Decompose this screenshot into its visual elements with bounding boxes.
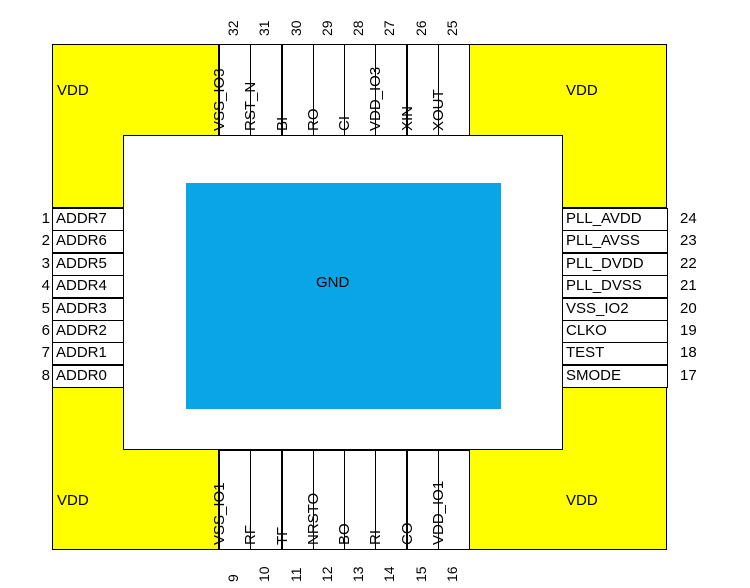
pin-number: 15	[412, 566, 429, 582]
pin-number: 30	[287, 20, 304, 36]
pin-name: RST_N	[242, 81, 260, 131]
pin-name: ADDR5	[52, 252, 124, 276]
pin-name: XIN	[398, 105, 416, 131]
pin-number: 16	[443, 566, 460, 582]
pin-number: 23	[680, 232, 697, 250]
pin-number: 4	[41, 277, 50, 295]
pin-pad: BO	[336, 450, 376, 550]
gnd-pad: GND	[186, 183, 501, 409]
pin-pad: VSS_IO1	[211, 450, 251, 550]
gnd-label: GND	[316, 274, 350, 291]
pin-pad: XOUT	[430, 44, 470, 136]
pin-name: SMODE	[562, 364, 668, 388]
pin-name: ADDR0	[52, 364, 124, 388]
pin-number: 32	[225, 20, 241, 36]
pin-name: CO	[398, 522, 416, 546]
pin-name: ADDR1	[52, 342, 124, 366]
pin-number: 27	[381, 20, 398, 36]
pin-name: XOUT	[429, 89, 447, 131]
pin-number: 2	[41, 232, 50, 250]
pin-name: ADDR6	[52, 230, 124, 254]
pin-number: 14	[381, 566, 398, 582]
pin-name: ADDR2	[52, 320, 124, 343]
pin-number: 6	[41, 322, 50, 339]
pin-name: ADDR3	[52, 297, 124, 321]
vdd-label: VDD	[566, 492, 598, 509]
pin-number: 10	[256, 566, 273, 582]
pin-pad: BI	[274, 44, 314, 136]
pin-name: RF	[242, 525, 260, 545]
pin-name: CI	[336, 116, 353, 131]
pin-name: NRSTO	[304, 492, 322, 545]
pin-name: ADDR7	[52, 208, 124, 231]
pin-name: ADDR4	[52, 275, 124, 299]
pin-number: 12	[318, 566, 335, 582]
pin-name: VDD_IO3	[367, 66, 385, 131]
pin-number: 1	[41, 210, 50, 227]
pin-number: 31	[256, 20, 273, 36]
vdd-label: VDD	[57, 82, 89, 99]
pin-name: VSS_IO2	[562, 297, 668, 321]
vdd-label: VDD	[566, 82, 598, 99]
pin-name: RI	[367, 530, 385, 545]
pin-name: VSS_IO1	[211, 482, 228, 545]
pin-name: VDD_IO1	[429, 480, 447, 545]
pin-number: 25	[443, 20, 460, 36]
pin-number: 20	[680, 299, 697, 317]
pin-name: RO	[304, 108, 322, 132]
pin-number: 22	[680, 254, 697, 272]
pin-name: TEST	[562, 342, 668, 366]
pin-name: TF	[273, 526, 291, 545]
pin-number: 13	[350, 566, 366, 582]
pin-number: 28	[350, 20, 366, 36]
pin-number: 3	[41, 254, 50, 272]
pin-name: PLL_DVDD	[562, 252, 668, 276]
pin-number: 7	[41, 344, 50, 362]
pin-pad: RO	[305, 44, 345, 136]
pin-name: PLL_AVDD	[562, 208, 668, 231]
pin-number: 29	[318, 20, 335, 36]
pin-number: 8	[41, 366, 50, 384]
pin-number: 19	[680, 322, 697, 339]
pin-number: 17	[680, 366, 697, 384]
pin-name: VSS_IO3	[211, 68, 228, 131]
pin-number: 18	[680, 344, 697, 362]
vdd-label: VDD	[57, 492, 89, 509]
pin-number: 11	[287, 567, 304, 582]
pin-name: PLL_DVSS	[562, 275, 668, 299]
pin-name: BI	[273, 116, 291, 131]
pin-pad: VDD_IO1	[430, 450, 470, 550]
pin-name: PLL_AVSS	[562, 230, 668, 254]
pin-number: 5	[41, 299, 50, 317]
pin-number: 21	[680, 277, 697, 295]
pin-pad: CI	[336, 44, 376, 136]
pin-name: BO	[336, 523, 353, 545]
pin-name: CLKO	[562, 320, 668, 343]
pin-number: 9	[225, 574, 241, 582]
pin-number: 26	[412, 20, 429, 36]
pin-pad: NRSTO	[305, 450, 345, 550]
pin-number: 24	[680, 210, 697, 227]
pin-pad: VDD_IO3	[367, 44, 408, 136]
